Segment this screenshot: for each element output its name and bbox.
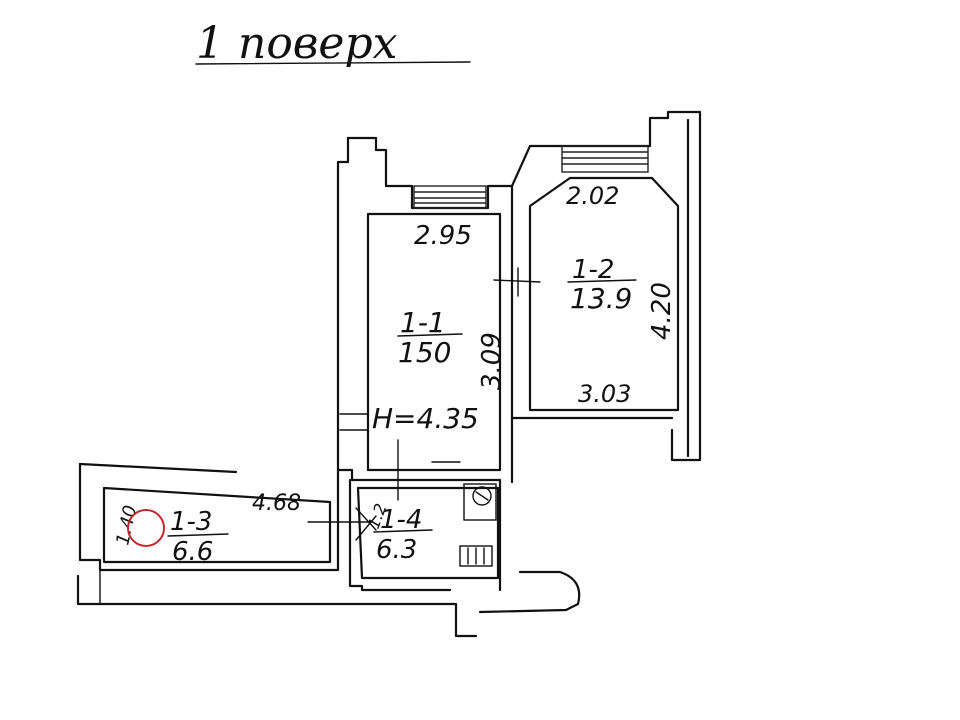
room-1-2-width-bottom: 3.03 — [578, 380, 631, 408]
room-1-3-fraction-bar — [167, 533, 229, 537]
floor-title: 1 поверх — [196, 18, 398, 69]
room-1-2-height: 4.20 — [647, 282, 677, 340]
room-1-3-width: 1.40 — [112, 503, 141, 547]
door-marks — [307, 267, 541, 541]
room-1-3-id: 1-3 — [170, 507, 212, 537]
room-1-1-ceiling: Н=4.35 — [372, 402, 479, 435]
room-1-4-fraction-bar — [373, 529, 433, 533]
room-1-4-area: 6.3 — [376, 535, 417, 565]
room-1-2-id: 1-2 — [572, 255, 614, 285]
room-1-2-fraction-bar — [567, 279, 637, 283]
title-underline — [195, 61, 471, 65]
location-marker-circle — [127, 509, 165, 547]
room-1-3-length: 4.68 — [252, 491, 301, 516]
window-hatch-top-right — [561, 145, 649, 173]
room-1-1-area: 150 — [398, 336, 451, 369]
window-hatch-top-left — [413, 185, 487, 209]
room-1-2-width-top: 2.02 — [566, 182, 619, 210]
room-1-1-width: 2.95 — [414, 221, 472, 251]
corridor-walls — [76, 462, 581, 638]
sink-fixture — [463, 483, 497, 521]
room-1-1-fraction-bar — [397, 333, 463, 337]
exterior-walls — [336, 110, 702, 592]
stove-fixture — [459, 545, 493, 567]
room-1-3-area: 6.6 — [172, 537, 213, 567]
room-1-2-area: 13.9 — [570, 282, 632, 315]
room-1-1-height: 3.09 — [477, 332, 507, 390]
room-1-1-id: 1-1 — [400, 306, 446, 339]
